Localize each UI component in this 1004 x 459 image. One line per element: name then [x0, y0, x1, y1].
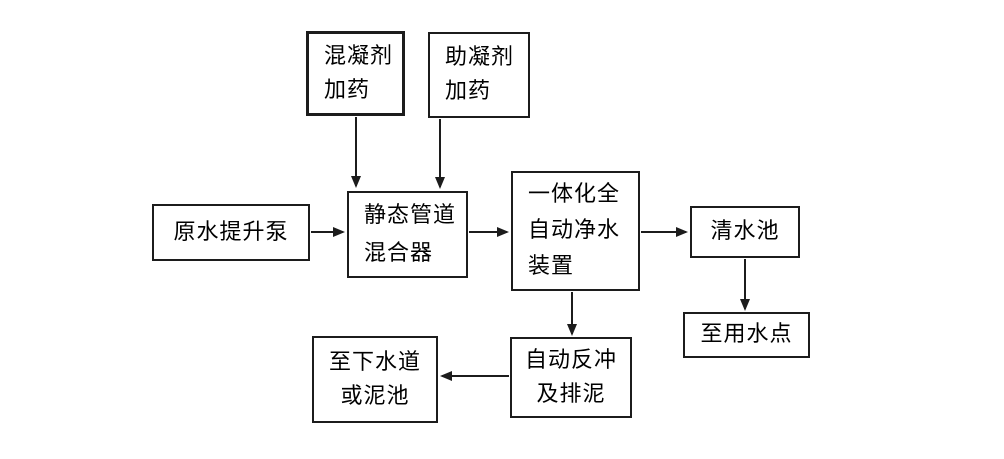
node-coagulant-dosing-label: 混凝剂 加药 — [324, 43, 394, 103]
node-clear-water-tank: 清水池 — [690, 206, 800, 258]
node-auto-backwash-sludge-label: 自动反冲 及排泥 — [524, 347, 617, 407]
node-clear-water-tank-label: 清水池 — [710, 219, 780, 244]
node-coagulant-dosing: 混凝剂 加药 — [306, 31, 405, 116]
node-raw-water-pump-label: 原水提升泵 — [173, 219, 289, 245]
node-water-use-point: 至用水点 — [683, 312, 810, 358]
node-static-pipe-mixer: 静态管道 混合器 — [347, 191, 468, 278]
node-sewer-or-mud-pond: 至下水道 或泥池 — [312, 336, 438, 423]
node-coagulant-aid-dosing-label: 助凝剂 加药 — [445, 45, 515, 104]
node-static-pipe-mixer-label: 静态管道 混合器 — [364, 202, 457, 266]
node-sewer-or-mud-pond-label: 至下水道 或泥池 — [328, 349, 421, 409]
node-integrated-purifier: 一体化全 自动净水 装置 — [511, 171, 640, 291]
node-water-use-point-label: 至用水点 — [700, 322, 793, 347]
node-auto-backwash-sludge: 自动反冲 及排泥 — [510, 337, 632, 418]
node-raw-water-pump: 原水提升泵 — [152, 204, 310, 261]
node-coagulant-aid-dosing: 助凝剂 加药 — [428, 32, 530, 118]
node-integrated-purifier-label: 一体化全 自动净水 装置 — [528, 182, 621, 279]
